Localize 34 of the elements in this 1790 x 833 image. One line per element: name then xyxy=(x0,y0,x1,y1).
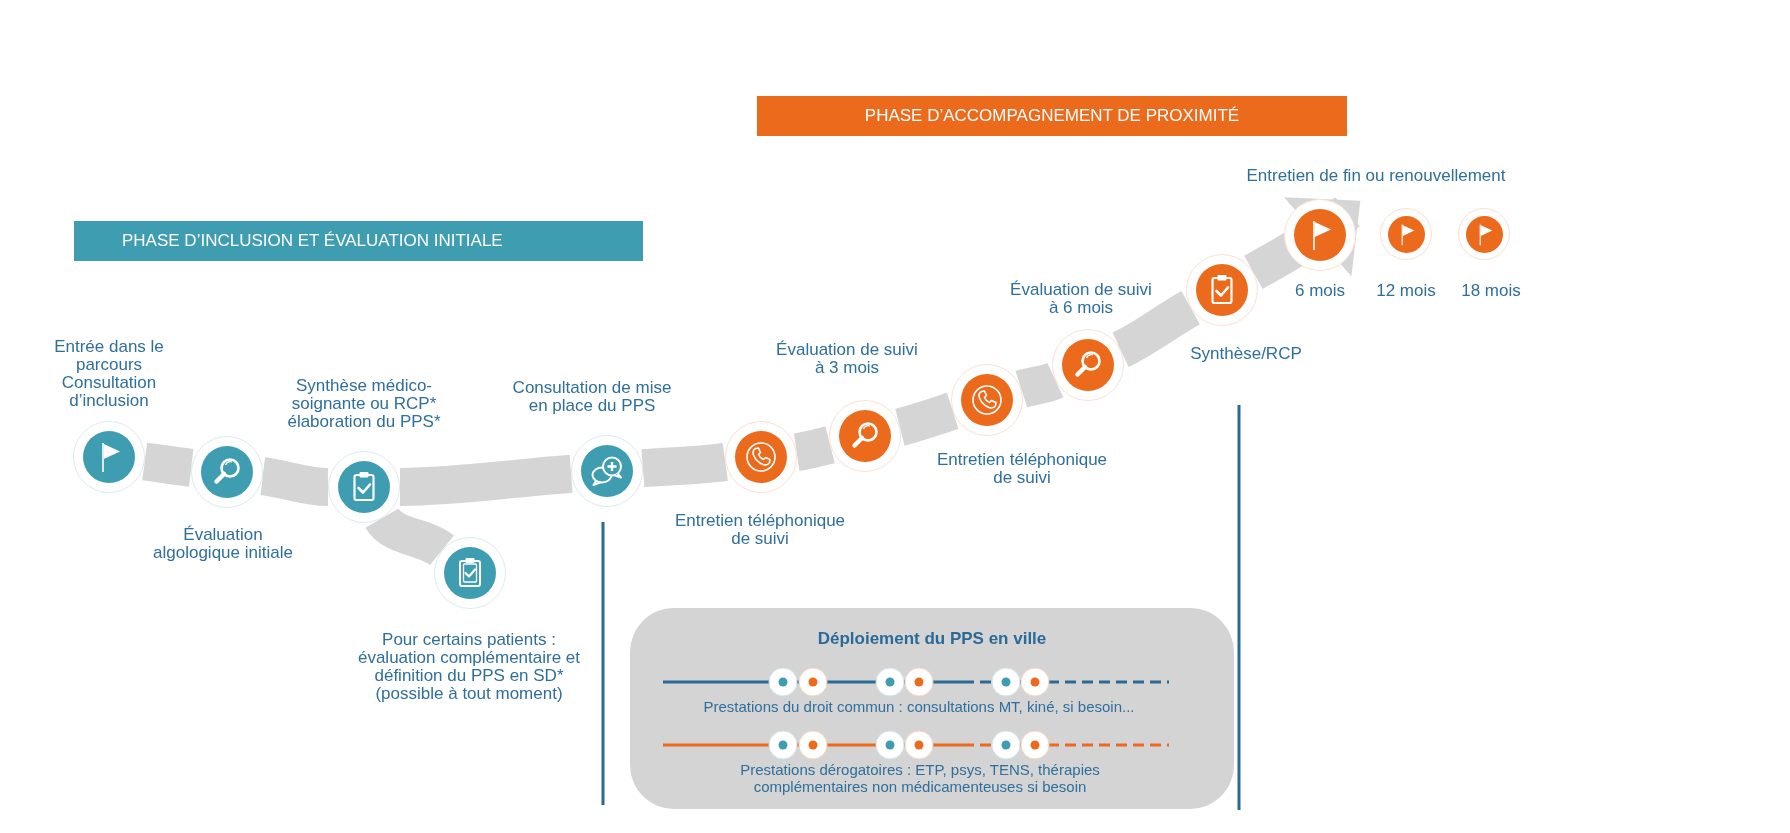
timeline-caption: Prestations dérogatoires : ETP, psys, TENS, thérapies complémentaires non médicamenteuses si besoin xyxy=(739,761,1101,795)
pathway-band xyxy=(641,442,728,488)
pathway-arrow xyxy=(1244,196,1361,289)
phase-banner: PHASE D’ACCOMPAGNEMENT DE PROXIMITÉ xyxy=(757,96,1347,136)
step-label: Entretien téléphonique de suivi xyxy=(673,512,847,548)
step-label: 6 mois xyxy=(1293,282,1347,300)
info-panel xyxy=(630,608,1234,809)
group-label: Entretien de fin ou renouvellement xyxy=(1246,167,1506,185)
pathway-band xyxy=(895,392,959,446)
step-label: (possible à tout moment) xyxy=(374,685,564,703)
pathway-band xyxy=(260,457,329,507)
step-label: Entretien téléphonique de suivi xyxy=(935,451,1109,487)
pathway-band xyxy=(366,507,453,566)
pathway-band xyxy=(142,442,194,487)
panel-heading: Déploiement du PPS en ville xyxy=(816,629,1048,649)
step-label: Consultation d’inclusion xyxy=(60,374,158,410)
step-label: Pour certains patients : évaluation complémentaire et définition du PPS en SD* xyxy=(356,631,582,685)
step-label: Évaluation de suivi à 3 mois xyxy=(775,341,919,377)
step-label: Synthèse médico-soignante ou RCP* élaboration du PPS* xyxy=(286,377,442,431)
pathway-band xyxy=(793,426,835,471)
step-label: Évaluation de suivi à 6 mois xyxy=(1009,281,1153,317)
pathway-band xyxy=(399,454,573,506)
step-label: 12 mois xyxy=(1375,282,1437,300)
timeline-caption: Prestations du droit commun : consultations MT, kiné, si besoin... xyxy=(702,698,1136,715)
phase-banner: PHASE D’INCLUSION ET ÉVALUATION INITIALE xyxy=(74,221,643,261)
pathway-band xyxy=(1112,291,1201,367)
step-label: Entrée dans le parcours xyxy=(53,338,165,374)
step-label: Évaluation algologique initiale xyxy=(152,526,294,562)
step-label: Synthèse/RCP xyxy=(1189,345,1303,363)
step-label: Consultation de mise en place du PPS xyxy=(511,379,673,415)
pathway-band xyxy=(1015,362,1063,408)
milestone-circle xyxy=(1458,208,1510,260)
step-label: 18 mois xyxy=(1460,282,1522,300)
milestone-circle xyxy=(1380,208,1432,260)
